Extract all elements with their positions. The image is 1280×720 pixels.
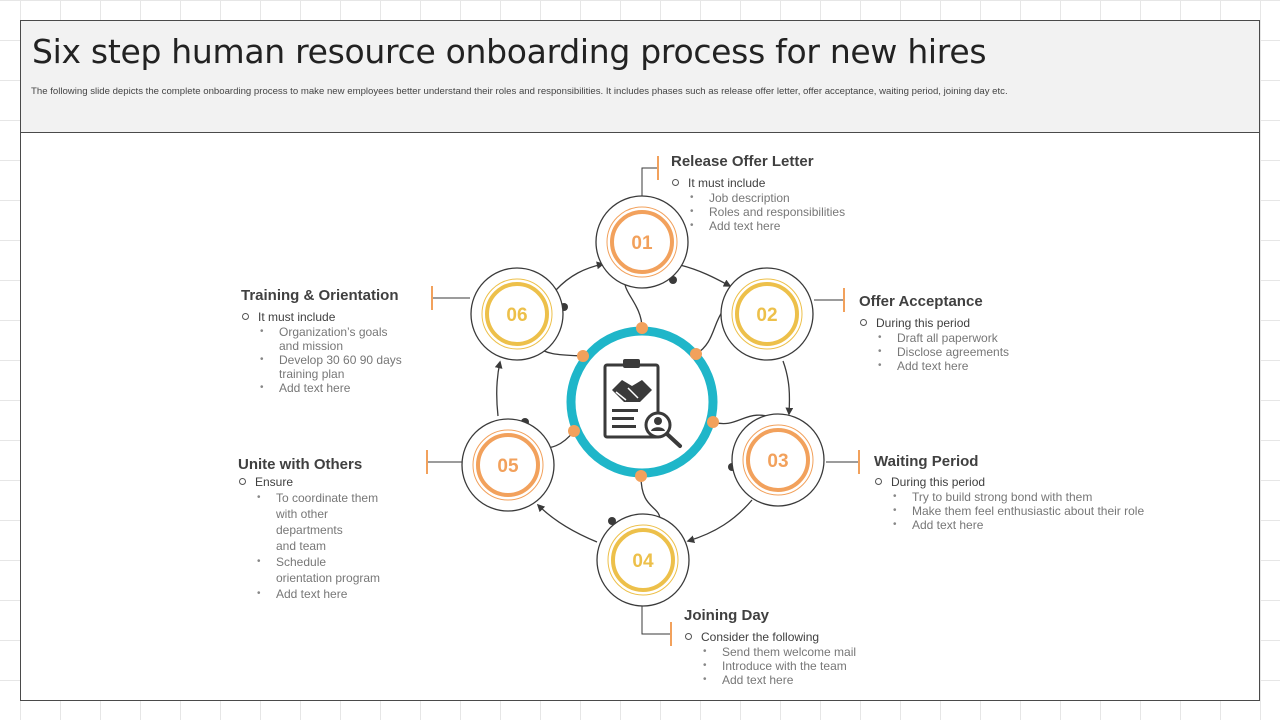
step-circle-outer-ring [607, 524, 679, 596]
step-circle-04: 04 [596, 513, 690, 607]
step-number: 02 [756, 305, 777, 326]
step-lead: During this period [860, 316, 970, 330]
arrow-06-to-01 [555, 261, 605, 291]
bullet-circle-icon [685, 633, 692, 641]
step-lead: Ensure [239, 475, 293, 489]
arrow-01-to-02 [679, 264, 732, 287]
step-circle-inner-ring [610, 210, 674, 274]
header-band: Six step human resource onboarding proce… [21, 21, 1259, 133]
list-item: with other [276, 507, 329, 521]
list-item: Make them feel enthusiastic about their … [893, 504, 1144, 518]
bullet-circle-icon [242, 313, 249, 321]
center-ring-nodes [568, 322, 719, 482]
list-item: Introduce with the team [703, 659, 856, 673]
list-item: Add text here [260, 381, 402, 395]
step-number: 04 [632, 551, 654, 572]
list-item: To coordinate them [257, 490, 380, 506]
step-number: 01 [631, 233, 653, 254]
step-bullets: To coordinate them with other department… [257, 490, 380, 602]
page-title: Six step human resource onboarding proce… [32, 32, 987, 71]
ring-node [577, 350, 589, 362]
list-item: Develop 30 60 90 days [260, 353, 402, 367]
step-circle-inner-ring [611, 528, 675, 592]
step-circle-02: 02 [720, 267, 814, 361]
list-item: Roles and responsibilities [690, 205, 845, 219]
arrow-03-to-04 [686, 499, 753, 543]
ring-node [568, 425, 580, 437]
list-item: Job description [690, 191, 845, 205]
cycle-arrows [494, 261, 794, 543]
step-lead: Consider the following [685, 630, 819, 644]
step-bullets: Draft all paperwork Disclose agreements … [878, 331, 1009, 373]
list-item: departments [276, 523, 343, 537]
step-circle-inner-ring [476, 433, 540, 497]
step-title: Waiting Period [874, 453, 979, 470]
step-circle-05: 05 [461, 418, 555, 512]
list-item: orientation program [276, 571, 381, 585]
ring-node [707, 416, 719, 428]
leader-04 [641, 606, 670, 635]
bullet-circle-icon [672, 179, 679, 187]
ring-node [690, 348, 702, 360]
step-bullets: Try to build strong bond with them Make … [893, 490, 1144, 532]
step-number: 06 [506, 305, 527, 326]
step-circle-inner-ring [485, 282, 549, 346]
list-item: Add text here [893, 518, 1144, 532]
step-title: Joining Day [684, 607, 770, 624]
bullet-circle-icon [860, 319, 867, 327]
ring-node [635, 470, 647, 482]
leader-01 [641, 167, 657, 196]
step-bullets: Organization’s goals and mission Develop… [260, 325, 402, 395]
step-circle-03: 03 [731, 413, 825, 507]
list-item: Add text here [257, 586, 380, 602]
step-title: Offer Acceptance [859, 293, 983, 310]
step-circle-outer-ring [731, 278, 803, 350]
handshake-document-search-icon [603, 359, 682, 448]
arrow-04-to-05 [536, 503, 598, 543]
step-title: Unite with Others [238, 456, 363, 473]
step-lead: It must include [242, 310, 335, 324]
step-circle-01: 01 [595, 195, 689, 289]
step-title: Release Offer Letter [671, 153, 814, 170]
bullet-circle-icon [875, 478, 882, 486]
list-item: Add text here [703, 673, 856, 687]
list-item: Schedule [257, 554, 380, 570]
list-item: Organization’s goals [260, 325, 402, 339]
step-bullets: Job description Roles and responsibiliti… [690, 191, 845, 233]
list-item: Try to build strong bond with them [893, 490, 1144, 504]
dot [608, 517, 616, 525]
list-item: Add text here [690, 219, 845, 233]
list-item: Disclose agreements [878, 345, 1009, 359]
list-item: and team [276, 539, 327, 553]
list-item: training plan [279, 367, 345, 381]
arrow-05-to-06 [494, 360, 503, 417]
arrow-02-to-03 [782, 360, 794, 416]
step-circle-outer-ring [742, 424, 814, 496]
ring-node [636, 322, 648, 334]
step-bullets: Send them welcome mail Introduce with th… [703, 645, 856, 687]
step-lead: During this period [875, 475, 985, 489]
step-circle-outer-ring [481, 278, 553, 350]
step-lead: It must include [672, 176, 765, 190]
list-item: Send them welcome mail [703, 645, 856, 659]
step-circle-inner-ring [735, 282, 799, 346]
bullet-circle-icon [239, 478, 246, 486]
page-subtitle: The following slide depicts the complete… [31, 86, 1008, 97]
step-title: Training & Orientation [241, 287, 399, 304]
list-item: Add text here [878, 359, 1009, 373]
leader-lines [428, 167, 859, 635]
step-number: 05 [497, 456, 519, 477]
step-circle-inner-ring [746, 428, 810, 492]
list-item: and mission [279, 339, 344, 353]
step-circle-outer-ring [472, 429, 544, 501]
step-circle-outer-ring [606, 206, 678, 278]
list-item: Draft all paperwork [878, 331, 1009, 345]
step-number: 03 [767, 451, 788, 472]
leader-markers [426, 156, 860, 646]
step-circle-06: 06 [470, 267, 564, 361]
